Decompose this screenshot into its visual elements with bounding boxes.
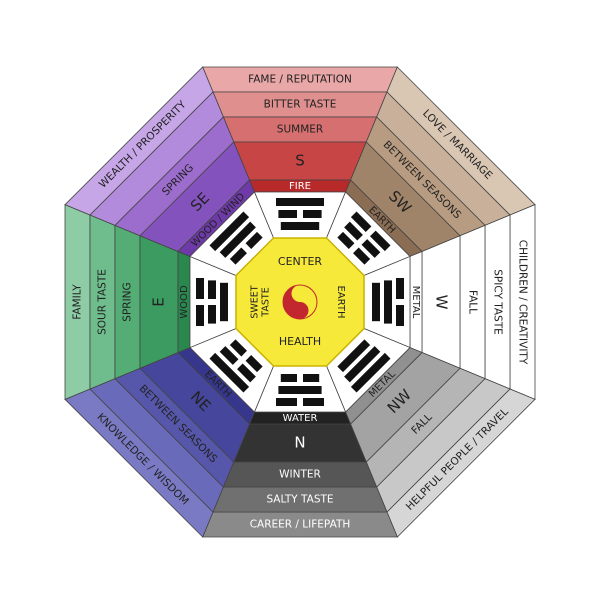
center-label-top: CENTER — [278, 255, 323, 268]
trigram-line-northeast-0 — [209, 352, 250, 393]
center-label-left-1: TASTE — [261, 287, 272, 317]
label-west-4: METAL — [410, 286, 421, 319]
trigram-line-east-0 — [196, 278, 204, 326]
trigram-line-northeast-2 — [229, 339, 263, 373]
sector-east: FAMILY SOUR TASTE SPRING E WOOD — [64, 204, 237, 400]
label-south-2: SUMMER — [277, 124, 323, 136]
label-north-0: CAREER / LIFEPATH — [250, 519, 351, 531]
trigram-line-northeast-1 — [219, 346, 256, 383]
trigram-line-south-0 — [276, 198, 324, 206]
label-west-0: CHILDREN / CREATIVITY — [517, 240, 529, 365]
trigram-line-west-2 — [372, 282, 380, 322]
trigram-line-southeast-2 — [229, 231, 263, 265]
label-west-3: W — [433, 295, 451, 310]
label-west-2: FALL — [467, 290, 479, 314]
center-label-right: EARTH — [335, 285, 346, 318]
trigram-line-southeast-0 — [209, 211, 250, 252]
trigram-line-north-1 — [278, 386, 322, 394]
trigram-line-east-2 — [220, 282, 228, 322]
label-south-3: S — [295, 152, 305, 170]
label-north-2: WINTER — [279, 469, 321, 481]
trigram-line-south-1 — [278, 210, 322, 218]
label-south-4: FIRE — [289, 181, 311, 192]
trigram-line-southwest-1 — [344, 221, 381, 258]
trigram-line-northwest-1 — [344, 346, 381, 383]
trigram-line-north-0 — [276, 398, 324, 406]
label-east-4: WOOD — [179, 285, 190, 319]
center-label-bottom: HEALTH — [279, 335, 321, 348]
label-east-2: SPRING — [122, 282, 134, 321]
trigram-line-west-1 — [384, 280, 392, 324]
label-east-3: E — [150, 297, 168, 306]
label-north-1: SALTY TASTE — [266, 494, 333, 506]
label-east-0: FAMILY — [72, 284, 84, 320]
yin-yang-icon — [282, 284, 318, 320]
trigram-line-north-2 — [280, 374, 320, 382]
label-south-1: BITTER TASTE — [264, 99, 337, 111]
label-north-4: WATER — [283, 413, 318, 424]
trigram-line-east-1 — [208, 280, 216, 324]
trigram-line-northwest-0 — [350, 352, 391, 393]
trigram-line-west-0 — [396, 278, 404, 326]
sector-south: FAME / REPUTATION BITTER TASTE SUMMER S FIRE — [202, 66, 398, 239]
label-west-1: SPICY TASTE — [492, 269, 504, 335]
label-south-0: FAME / REPUTATION — [248, 74, 352, 86]
label-north-3: N — [294, 434, 305, 452]
center-label-left-0: SWEET — [250, 285, 261, 318]
trigram-line-south-2 — [280, 222, 320, 230]
trigram-line-southeast-1 — [219, 221, 256, 258]
sectors: FAME / REPUTATION BITTER TASTE SUMMER S FIRE… — [64, 66, 536, 538]
trigram-line-southwest-0 — [350, 211, 391, 252]
trigram-line-southwest-2 — [337, 231, 371, 265]
sector-west: CHILDREN / CREATIVITY SPICY TASTE FALL W MET… — [363, 204, 536, 400]
trigram-line-northwest-2 — [337, 339, 371, 373]
label-east-1: SOUR TASTE — [97, 269, 109, 335]
